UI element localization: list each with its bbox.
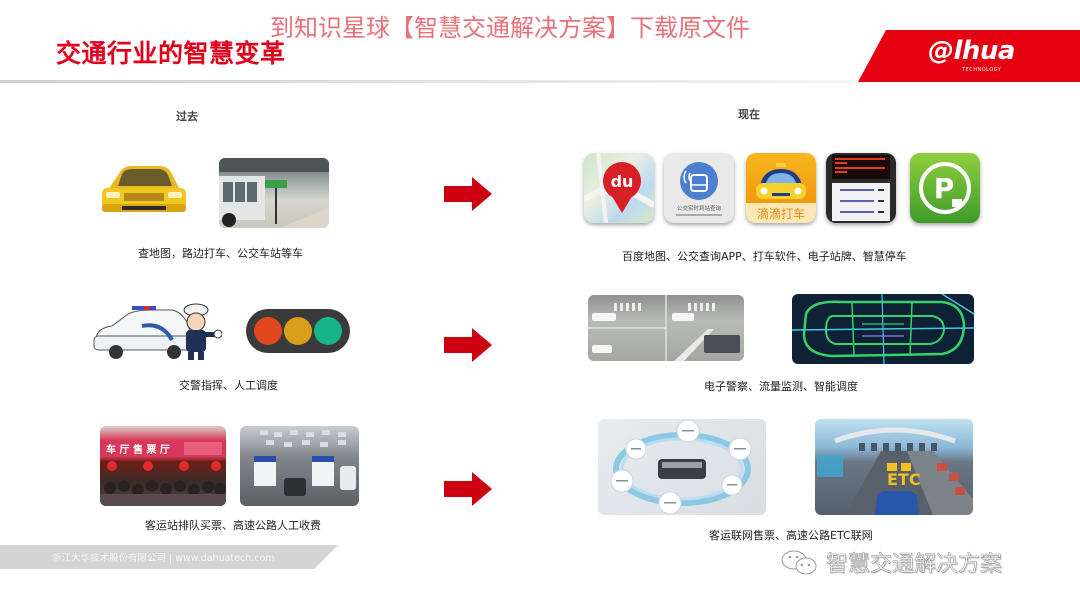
- footer-company-url: 浙江大华技术股份有限公司 | www.dahuatech.com: [52, 553, 275, 564]
- caption-past-row2: 交警指挥、人工调度: [179, 379, 278, 392]
- svg-text:du: du: [611, 172, 634, 191]
- brand-tagline: TECHNOLOGY: [962, 67, 1002, 73]
- brand-banner: [858, 30, 1080, 82]
- traffic-light-image: [246, 309, 350, 353]
- baidu-map-app-icon: du: [584, 153, 654, 223]
- bus-station-image: [219, 158, 329, 228]
- electronic-bus-board-icon: [826, 153, 896, 223]
- wechat-account-watermark: 智慧交通解决方案: [826, 552, 1003, 578]
- caption-present-row1: 百度地图、公交查询APP、打车软件、电子站牌、智慧停车: [622, 250, 907, 263]
- cctv-monitoring-image: [588, 295, 744, 361]
- wechat-icon: [780, 548, 820, 578]
- svg-text:ETC: ETC: [887, 470, 921, 489]
- ticket-hall-queue-image: 车 厅 售 票 厅: [100, 426, 226, 506]
- watermark-top: 到知识星球【智慧交通解决方案】下载原文件: [270, 14, 750, 42]
- smart-parking-app-icon: P: [910, 153, 980, 223]
- traffic-police-image: [92, 300, 222, 362]
- networked-ticketing-diagram: [598, 419, 766, 515]
- footer-bar: [0, 545, 338, 569]
- yellow-taxi-image: [98, 160, 190, 222]
- svg-text:滴滴打车: 滴滴打车: [757, 206, 805, 221]
- svg-text:车 厅 售 票 厅: 车 厅 售 票 厅: [106, 443, 170, 456]
- highway-etc-lane-image: ETC: [815, 419, 973, 515]
- highway-toll-booth-image: [240, 426, 359, 506]
- caption-past-row3: 客运站排队买票、高速公路人工收费: [145, 519, 321, 532]
- arrow-right-icon: [442, 470, 494, 508]
- column-heading-past: 过去: [176, 110, 198, 123]
- bus-query-app-icon: 公交实时到站查询: [664, 153, 734, 223]
- column-heading-present: 现在: [738, 108, 760, 121]
- svg-text:P: P: [934, 172, 955, 205]
- arrow-right-icon: [442, 175, 494, 213]
- caption-present-row3: 客运联网售票、高速公路ETC联网: [709, 529, 873, 542]
- traffic-flow-map-image: [792, 294, 974, 364]
- slide-title: 交通行业的智慧变革: [56, 39, 286, 68]
- arrow-right-icon: [442, 326, 494, 364]
- dahua-logo: @lhua: [928, 36, 1015, 66]
- caption-past-row1: 查地图，路边打车、公交车站等车: [138, 247, 303, 260]
- header-divider: [0, 80, 860, 83]
- caption-present-row2: 电子警察、流量监测、智能调度: [704, 380, 858, 393]
- svg-text:公交实时到站查询: 公交实时到站查询: [677, 204, 722, 212]
- didi-taxi-app-icon: 滴滴打车: [746, 153, 816, 223]
